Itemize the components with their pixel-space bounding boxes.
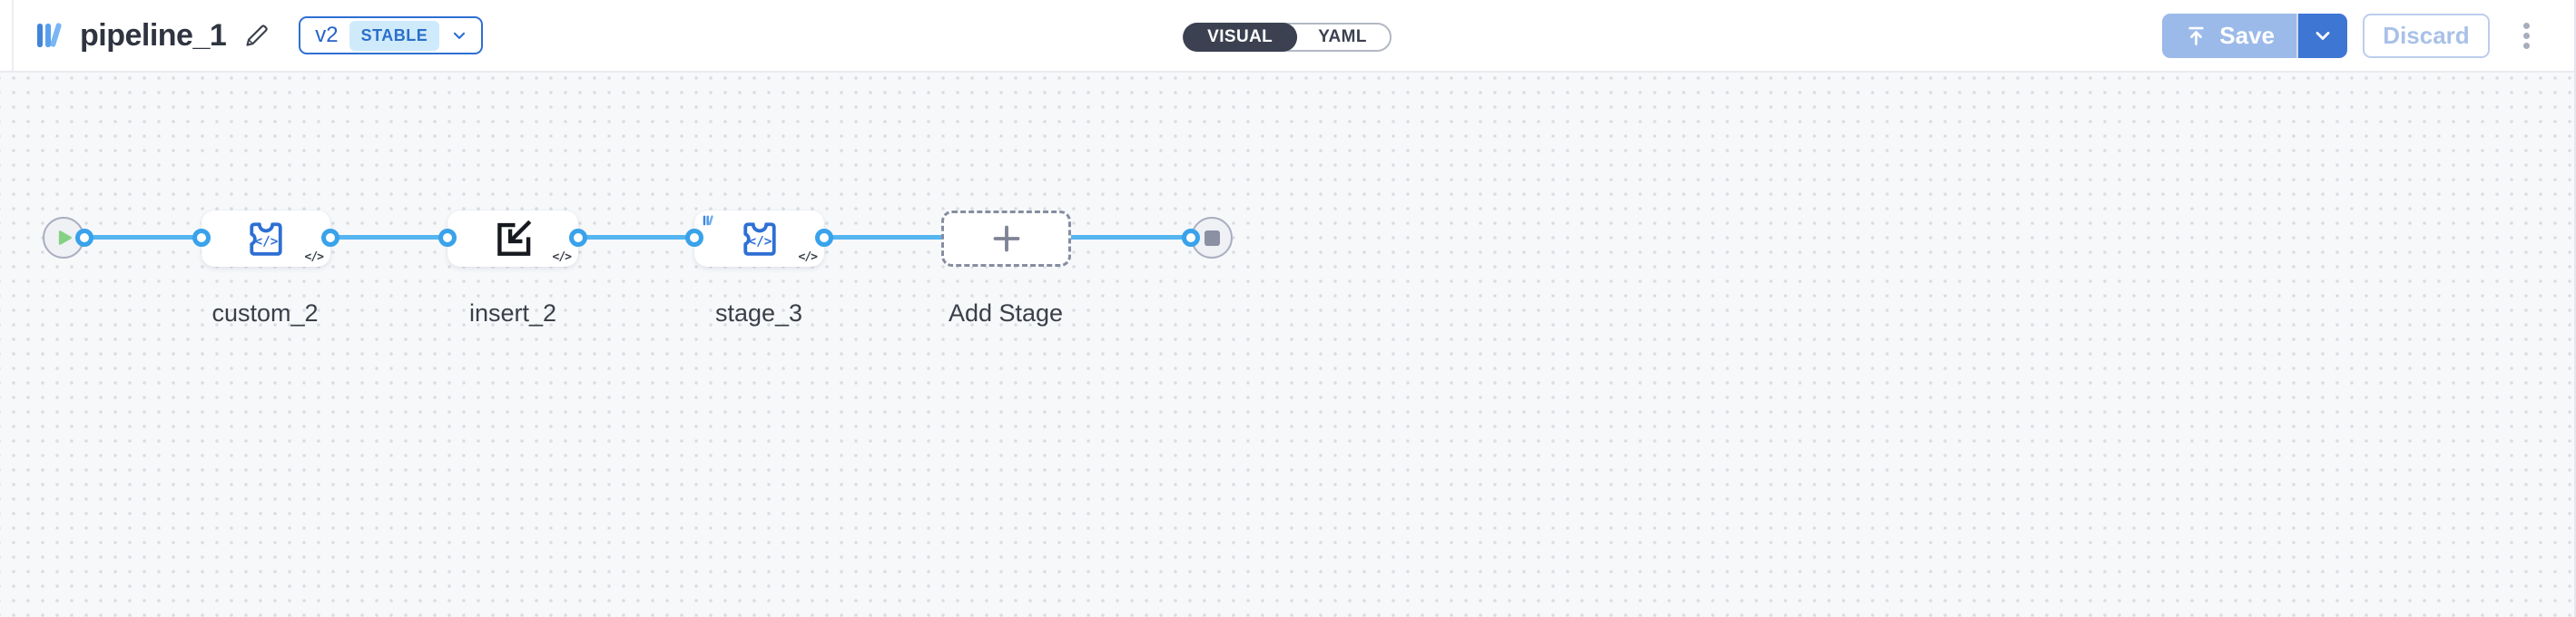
upload-icon — [2188, 26, 2204, 45]
code-badge-icon: </> — [552, 250, 573, 264]
save-button-label: Save — [2219, 21, 2275, 49]
kebab-dot — [2522, 32, 2530, 39]
page-title: pipeline_1 — [80, 17, 227, 53]
header-left-divider — [12, 0, 14, 71]
chevron-down-icon — [2315, 32, 2330, 40]
save-split-button: Save — [2162, 13, 2347, 58]
code-badge-icon: </> — [304, 250, 325, 264]
chevron-down-icon — [454, 32, 466, 40]
svg-text:</>: </> — [254, 235, 278, 250]
custom-function-icon: </> — [250, 222, 282, 256]
stage-label-custom_2: custom_2 — [211, 299, 319, 327]
pipeline-canvas[interactable]: </> </> </> </> </> — [0, 73, 2574, 617]
pencil-icon — [246, 24, 269, 46]
brand: pipeline_1 — [34, 17, 227, 54]
discard-button[interactable]: Discard — [2363, 13, 2490, 58]
pipeline-start-node[interactable] — [43, 217, 84, 259]
kebab-dot — [2522, 22, 2530, 29]
port-custom_2-in[interactable] — [192, 229, 211, 247]
pipeline-end-node[interactable] — [1191, 217, 1233, 259]
custom-function-icon: </> — [742, 222, 776, 256]
kebab-dot — [2522, 42, 2530, 49]
stage-label-insert_2: insert_2 — [468, 299, 557, 327]
stage-label-add-stage: Add Stage — [948, 299, 1064, 327]
port-insert_2-out[interactable] — [569, 229, 587, 247]
port-end-in[interactable] — [1182, 229, 1200, 247]
view-mode-toggle: VISUAL YAML — [1183, 23, 1391, 52]
top-toolbar: pipeline_1 v2 STABLE VISUAL YAML Save — [0, 0, 2574, 73]
plus-icon — [993, 225, 1019, 252]
play-icon — [58, 230, 72, 245]
header-actions: Save Discard — [2162, 12, 2542, 59]
save-options-button[interactable] — [2298, 13, 2347, 58]
stage-node-insert_2[interactable]: </> — [447, 211, 578, 267]
port-start-out[interactable] — [75, 229, 93, 247]
stop-icon — [1204, 230, 1220, 246]
more-options-button[interactable] — [2511, 12, 2542, 59]
svg-text:</>: </> — [748, 235, 772, 250]
stage-node-custom_2[interactable]: </> </> — [202, 211, 330, 267]
version-status-badge: STABLE — [349, 20, 440, 51]
app-logo-icon — [37, 23, 62, 47]
stage-label-stage_3: stage_3 — [714, 299, 803, 327]
stage-node-stage_3[interactable]: </> </> — [694, 211, 824, 267]
insert-icon — [497, 220, 532, 256]
port-custom_2-out[interactable] — [321, 229, 339, 247]
version-label: v2 — [315, 23, 339, 47]
add-stage-button[interactable] — [941, 211, 1071, 267]
rename-pipeline-button[interactable] — [239, 17, 275, 54]
tab-visual[interactable]: VISUAL — [1183, 23, 1298, 52]
tab-yaml[interactable]: YAML — [1318, 27, 1367, 46]
save-button[interactable]: Save — [2162, 13, 2298, 58]
code-badge-icon: </> — [798, 250, 819, 264]
port-stage_3-in[interactable] — [685, 229, 703, 247]
port-insert_2-in[interactable] — [438, 229, 457, 247]
pipeline-edge — [84, 235, 1191, 240]
port-stage_3-out[interactable] — [815, 229, 833, 247]
pipeline-input-marker-icon — [703, 215, 713, 226]
version-selector[interactable]: v2 STABLE — [299, 16, 484, 54]
